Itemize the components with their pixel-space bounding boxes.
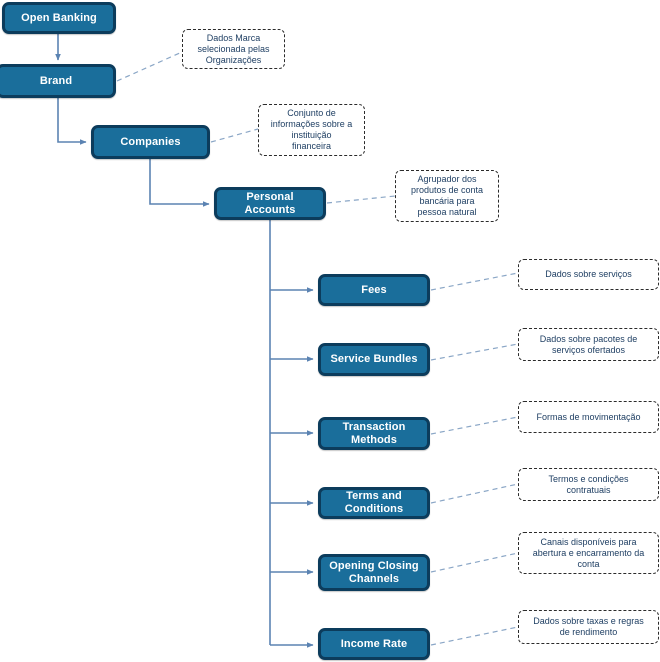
note-income-rate-label: Dados sobre taxas e regras de rendimento xyxy=(533,616,644,637)
note-personal-accounts-label: Agrupador dos produtos de conta bancária… xyxy=(410,174,484,217)
node-opening-closing-channels-label: Opening Closing Channels xyxy=(329,559,419,585)
edge-companies-to-personal xyxy=(149,159,210,207)
note-personal-accounts: Agrupador dos produtos de conta bancária… xyxy=(395,170,499,222)
link-companies-note xyxy=(210,128,259,143)
note-terms-and-conditions: Termos e condições contratuais xyxy=(518,468,659,501)
note-terms-and-conditions-label: Termos e condições contratuais xyxy=(548,473,629,495)
note-fees: Dados sobre serviços xyxy=(518,259,659,290)
node-transaction-methods-label: Transaction Methods xyxy=(342,420,406,446)
node-open-banking-label: Open Banking xyxy=(21,11,97,24)
node-service-bundles[interactable]: Service Bundles xyxy=(318,343,430,376)
node-transaction-methods[interactable]: Transaction Methods xyxy=(318,417,430,450)
node-terms-and-conditions[interactable]: Terms and Conditions xyxy=(318,487,430,519)
node-service-bundles-label: Service Bundles xyxy=(330,353,418,365)
note-opening-closing-channels: Canais disponíveis para abertura e encar… xyxy=(518,532,659,574)
link-fees-note xyxy=(430,272,519,291)
note-service-bundles-label: Dados sobre pacotes de serviços ofertado… xyxy=(539,333,638,355)
note-transaction-methods-label: Formas de movimentação xyxy=(536,411,641,422)
node-brand[interactable]: Brand xyxy=(0,64,116,98)
node-companies[interactable]: Companies xyxy=(91,125,210,159)
node-opening-closing-channels[interactable]: Opening Closing Channels xyxy=(318,554,430,591)
note-brand: Dados Marca selecionada pelas Organizaçõ… xyxy=(182,29,285,69)
node-terms-and-conditions-label: Terms and Conditions xyxy=(344,490,404,515)
link-service-bundles-note xyxy=(430,343,519,361)
link-brand-note xyxy=(116,51,183,82)
node-companies-label: Companies xyxy=(120,135,181,148)
link-income-rate-note xyxy=(430,626,519,646)
node-personal-accounts[interactable]: Personal Accounts xyxy=(214,187,326,220)
link-opening-closing-note xyxy=(430,552,519,573)
note-fees-label: Dados sobre serviços xyxy=(545,269,632,279)
link-transaction-methods-note xyxy=(430,416,519,435)
node-brand-label: Brand xyxy=(39,74,73,87)
note-companies: Conjunto de informações sobre a institui… xyxy=(258,104,365,156)
node-income-rate[interactable]: Income Rate xyxy=(318,628,430,660)
node-fees[interactable]: Fees xyxy=(318,274,430,306)
note-income-rate: Dados sobre taxas e regras de rendimento xyxy=(518,610,659,644)
note-opening-closing-channels-label: Canais disponíveis para abertura e encar… xyxy=(532,536,645,569)
note-companies-label: Conjunto de informações sobre a institui… xyxy=(270,108,353,151)
node-fees-label: Fees xyxy=(361,283,387,296)
node-income-rate-label: Income Rate xyxy=(340,637,408,650)
link-personal-accounts-note xyxy=(326,195,396,204)
link-terms-conditions-note xyxy=(430,483,519,504)
note-brand-label: Dados Marca selecionada pelas Organizaçõ… xyxy=(197,32,270,65)
note-service-bundles: Dados sobre pacotes de serviços ofertado… xyxy=(518,328,659,361)
note-transaction-methods: Formas de movimentação xyxy=(518,401,659,433)
edge-brand-to-companies xyxy=(57,98,87,145)
node-open-banking[interactable]: Open Banking xyxy=(2,2,116,34)
node-personal-accounts-label: Personal Accounts xyxy=(244,190,296,216)
